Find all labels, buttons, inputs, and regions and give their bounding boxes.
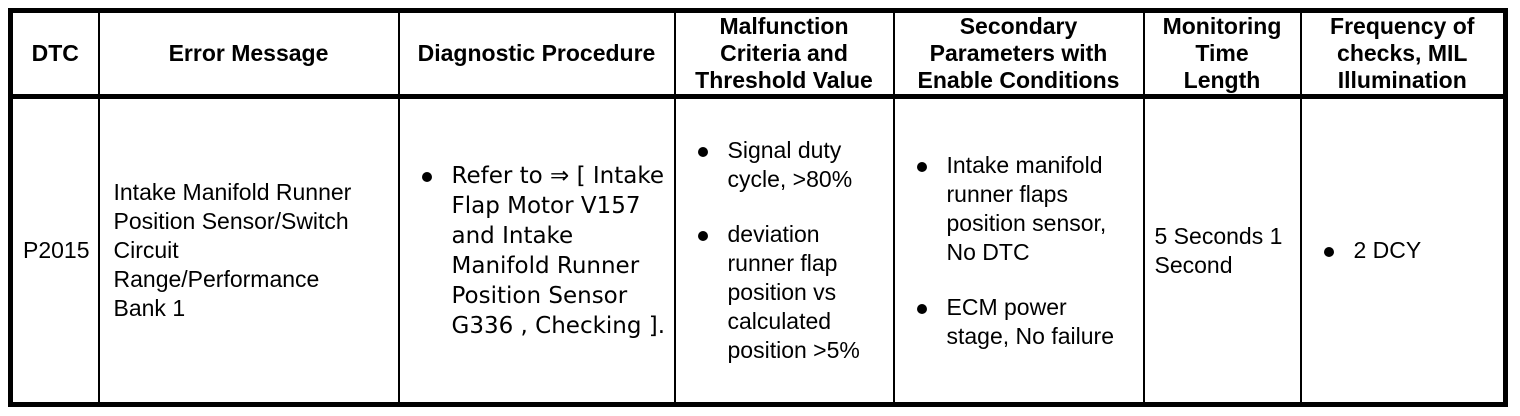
- cell-dtc: P2015: [9, 96, 100, 405]
- list-item: Intake manifold runner flaps position se…: [916, 151, 1135, 267]
- cell-diagnostic-procedure: Refer to ⇒ [ Intake Flap Motor V157 and …: [397, 96, 676, 405]
- error-message-line: Circuit: [113, 237, 179, 263]
- cell-frequency-mil: 2 DCY: [1299, 96, 1507, 405]
- bullet-icon: [697, 231, 708, 241]
- bullet-icon: [421, 171, 432, 182]
- column-header-malfunction-criteria: Malfunction Criteria and Threshold Value: [673, 10, 895, 99]
- header-line: Frequency of: [1330, 13, 1475, 39]
- error-message-line: Range/Performance: [113, 266, 320, 292]
- list-item-label: Intake manifold runner flaps position se…: [946, 151, 1107, 265]
- list-item-label: Refer to ⇒ [ Intake Flap Motor V157 and …: [451, 162, 666, 339]
- bullet-icon: [697, 147, 708, 157]
- cell-secondary-parameters: Intake manifold runner flaps position se…: [892, 96, 1145, 405]
- header-line: checks, MIL: [1337, 40, 1468, 66]
- error-message-line: Bank 1: [113, 295, 186, 321]
- bullet-icon: [1323, 247, 1334, 257]
- malfunction-criteria-list: Signal duty cycle, >80% deviation runner…: [676, 136, 893, 365]
- header-line: Length: [1183, 67, 1261, 93]
- dtc-code: P2015: [23, 237, 90, 263]
- frequency-mil-list: 2 DCY: [1302, 236, 1504, 265]
- cell-malfunction-criteria: Signal duty cycle, >80% deviation runner…: [673, 96, 895, 405]
- list-item: Refer to ⇒ [ Intake Flap Motor V157 and …: [421, 161, 666, 341]
- header-line: Enable Conditions: [917, 67, 1120, 93]
- header-row: DTC Error Message Diagnostic Procedure M…: [9, 10, 1507, 99]
- bullet-icon: [916, 161, 927, 172]
- list-item-label: ECM power stage, No failure: [946, 293, 1114, 349]
- header-line: Parameters with: [929, 40, 1108, 66]
- header-line: Error Message: [168, 40, 329, 66]
- header-line: Time: [1195, 40, 1249, 66]
- list-item: Signal duty cycle, >80%: [697, 136, 885, 194]
- table-row: P2015 Intake Manifold Runner Position Se…: [9, 96, 1507, 405]
- column-header-secondary-parameters: Secondary Parameters with Enable Conditi…: [892, 10, 1145, 99]
- header-line: Secondary: [959, 13, 1078, 39]
- header-line: Diagnostic Procedure: [417, 40, 656, 66]
- cell-error-message: Intake Manifold Runner Position Sensor/S…: [97, 96, 400, 405]
- list-item-label: deviation runner flap position vs calcul…: [727, 221, 860, 363]
- header-line: Illumination: [1337, 67, 1467, 93]
- diagnostic-procedure-list: Refer to ⇒ [ Intake Flap Motor V157 and …: [400, 161, 674, 341]
- error-message-line: Intake Manifold Runner: [113, 179, 352, 205]
- table-header: DTC Error Message Diagnostic Procedure M…: [9, 10, 1507, 99]
- header-line: Threshold Value: [695, 67, 873, 93]
- header-line: Monitoring: [1162, 13, 1282, 39]
- list-item-label: Signal duty cycle, >80%: [727, 137, 853, 192]
- header-line: Criteria and: [720, 40, 848, 66]
- header-line: Malfunction: [719, 13, 849, 39]
- column-header-frequency-mil: Frequency of checks, MIL Illumination: [1299, 10, 1507, 99]
- list-item: ECM power stage, No failure: [916, 293, 1135, 351]
- table-body: P2015 Intake Manifold Runner Position Se…: [9, 96, 1507, 405]
- error-message-line: Position Sensor/Switch: [113, 208, 349, 234]
- list-item: deviation runner flap position vs calcul…: [697, 220, 885, 365]
- column-header-monitoring-time: Monitoring Time Length: [1142, 10, 1302, 99]
- column-header-diagnostic-procedure: Diagnostic Procedure: [397, 10, 676, 99]
- secondary-parameters-list: Intake manifold runner flaps position se…: [895, 151, 1143, 351]
- list-item: 2 DCY: [1323, 236, 1496, 265]
- column-header-error-message: Error Message: [97, 10, 400, 99]
- cell-monitoring-time: 5 Seconds 1 Second: [1142, 96, 1302, 405]
- column-header-dtc: DTC: [9, 10, 100, 99]
- error-message-text: Intake Manifold Runner Position Sensor/S…: [100, 178, 398, 323]
- header-line: DTC: [31, 40, 79, 66]
- list-item-label: 2 DCY: [1353, 237, 1422, 263]
- dtc-monitor-table: DTC Error Message Diagnostic Procedure M…: [8, 8, 1508, 407]
- monitoring-time-text: 5 Seconds 1 Second: [1154, 222, 1283, 278]
- bullet-icon: [916, 303, 927, 314]
